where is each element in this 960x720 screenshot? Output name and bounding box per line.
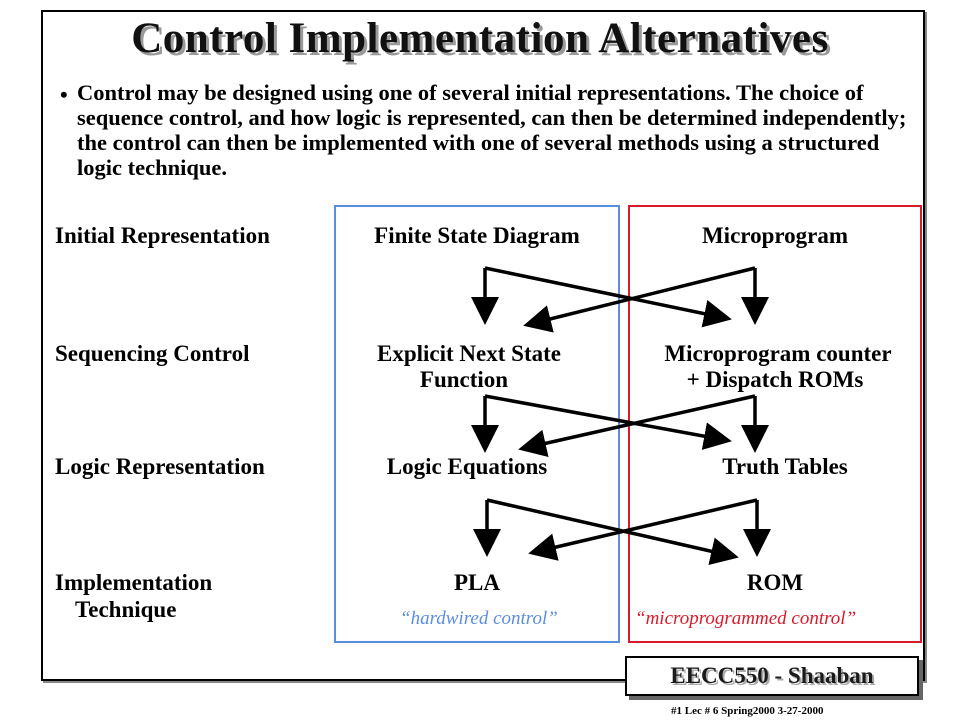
sequencing-left-line1: Explicit Next State (377, 341, 561, 366)
arrow-fsd-to-counter (484, 266, 732, 328)
initial-right: Microprogram (701, 223, 849, 248)
row-label-sequencing: Sequencing Control (55, 341, 250, 366)
slide-frame (41, 10, 925, 681)
row-label-initial: Initial Representation (55, 223, 270, 248)
implementation-right: ROM (746, 570, 804, 595)
sequencing-left-line2: Function (419, 367, 509, 392)
logic-left: Logic Equations (386, 454, 548, 479)
course-badge: EECC550 - Shaaban (625, 656, 919, 696)
arrow-next-state-to-truth (484, 394, 732, 450)
initial-left: Finite State Diagram (374, 223, 580, 248)
row-label-implementation-2: Technique (75, 597, 177, 622)
arrow-truth-to-pla (528, 498, 758, 561)
bullet-text: Control may be designed using one of sev… (77, 80, 907, 180)
arrow-micro-to-next-state (523, 266, 756, 333)
bullet-marker: • (60, 82, 68, 107)
implementation-left: PLA (454, 570, 500, 595)
footer-text: #1 Lec # 6 Spring2000 3-27-2000 (671, 705, 824, 717)
arrow-counter-to-equations (518, 394, 756, 458)
row-label-logic: Logic Representation (55, 454, 265, 479)
microprogrammed-caption: “microprogrammed control” (635, 608, 857, 629)
hardwired-box (334, 205, 620, 643)
row-label-implementation-1: Implementation (55, 570, 213, 595)
logic-right: Truth Tables (722, 454, 848, 479)
sequencing-right-line2: + Dispatch ROMs (686, 367, 864, 392)
hardwired-caption: “hardwired control” (400, 608, 558, 629)
arrow-equations-to-rom (486, 498, 739, 565)
slide-title: Control Implementation Alternatives (131, 15, 829, 62)
sequencing-right-line1: Microprogram counter (664, 341, 892, 366)
